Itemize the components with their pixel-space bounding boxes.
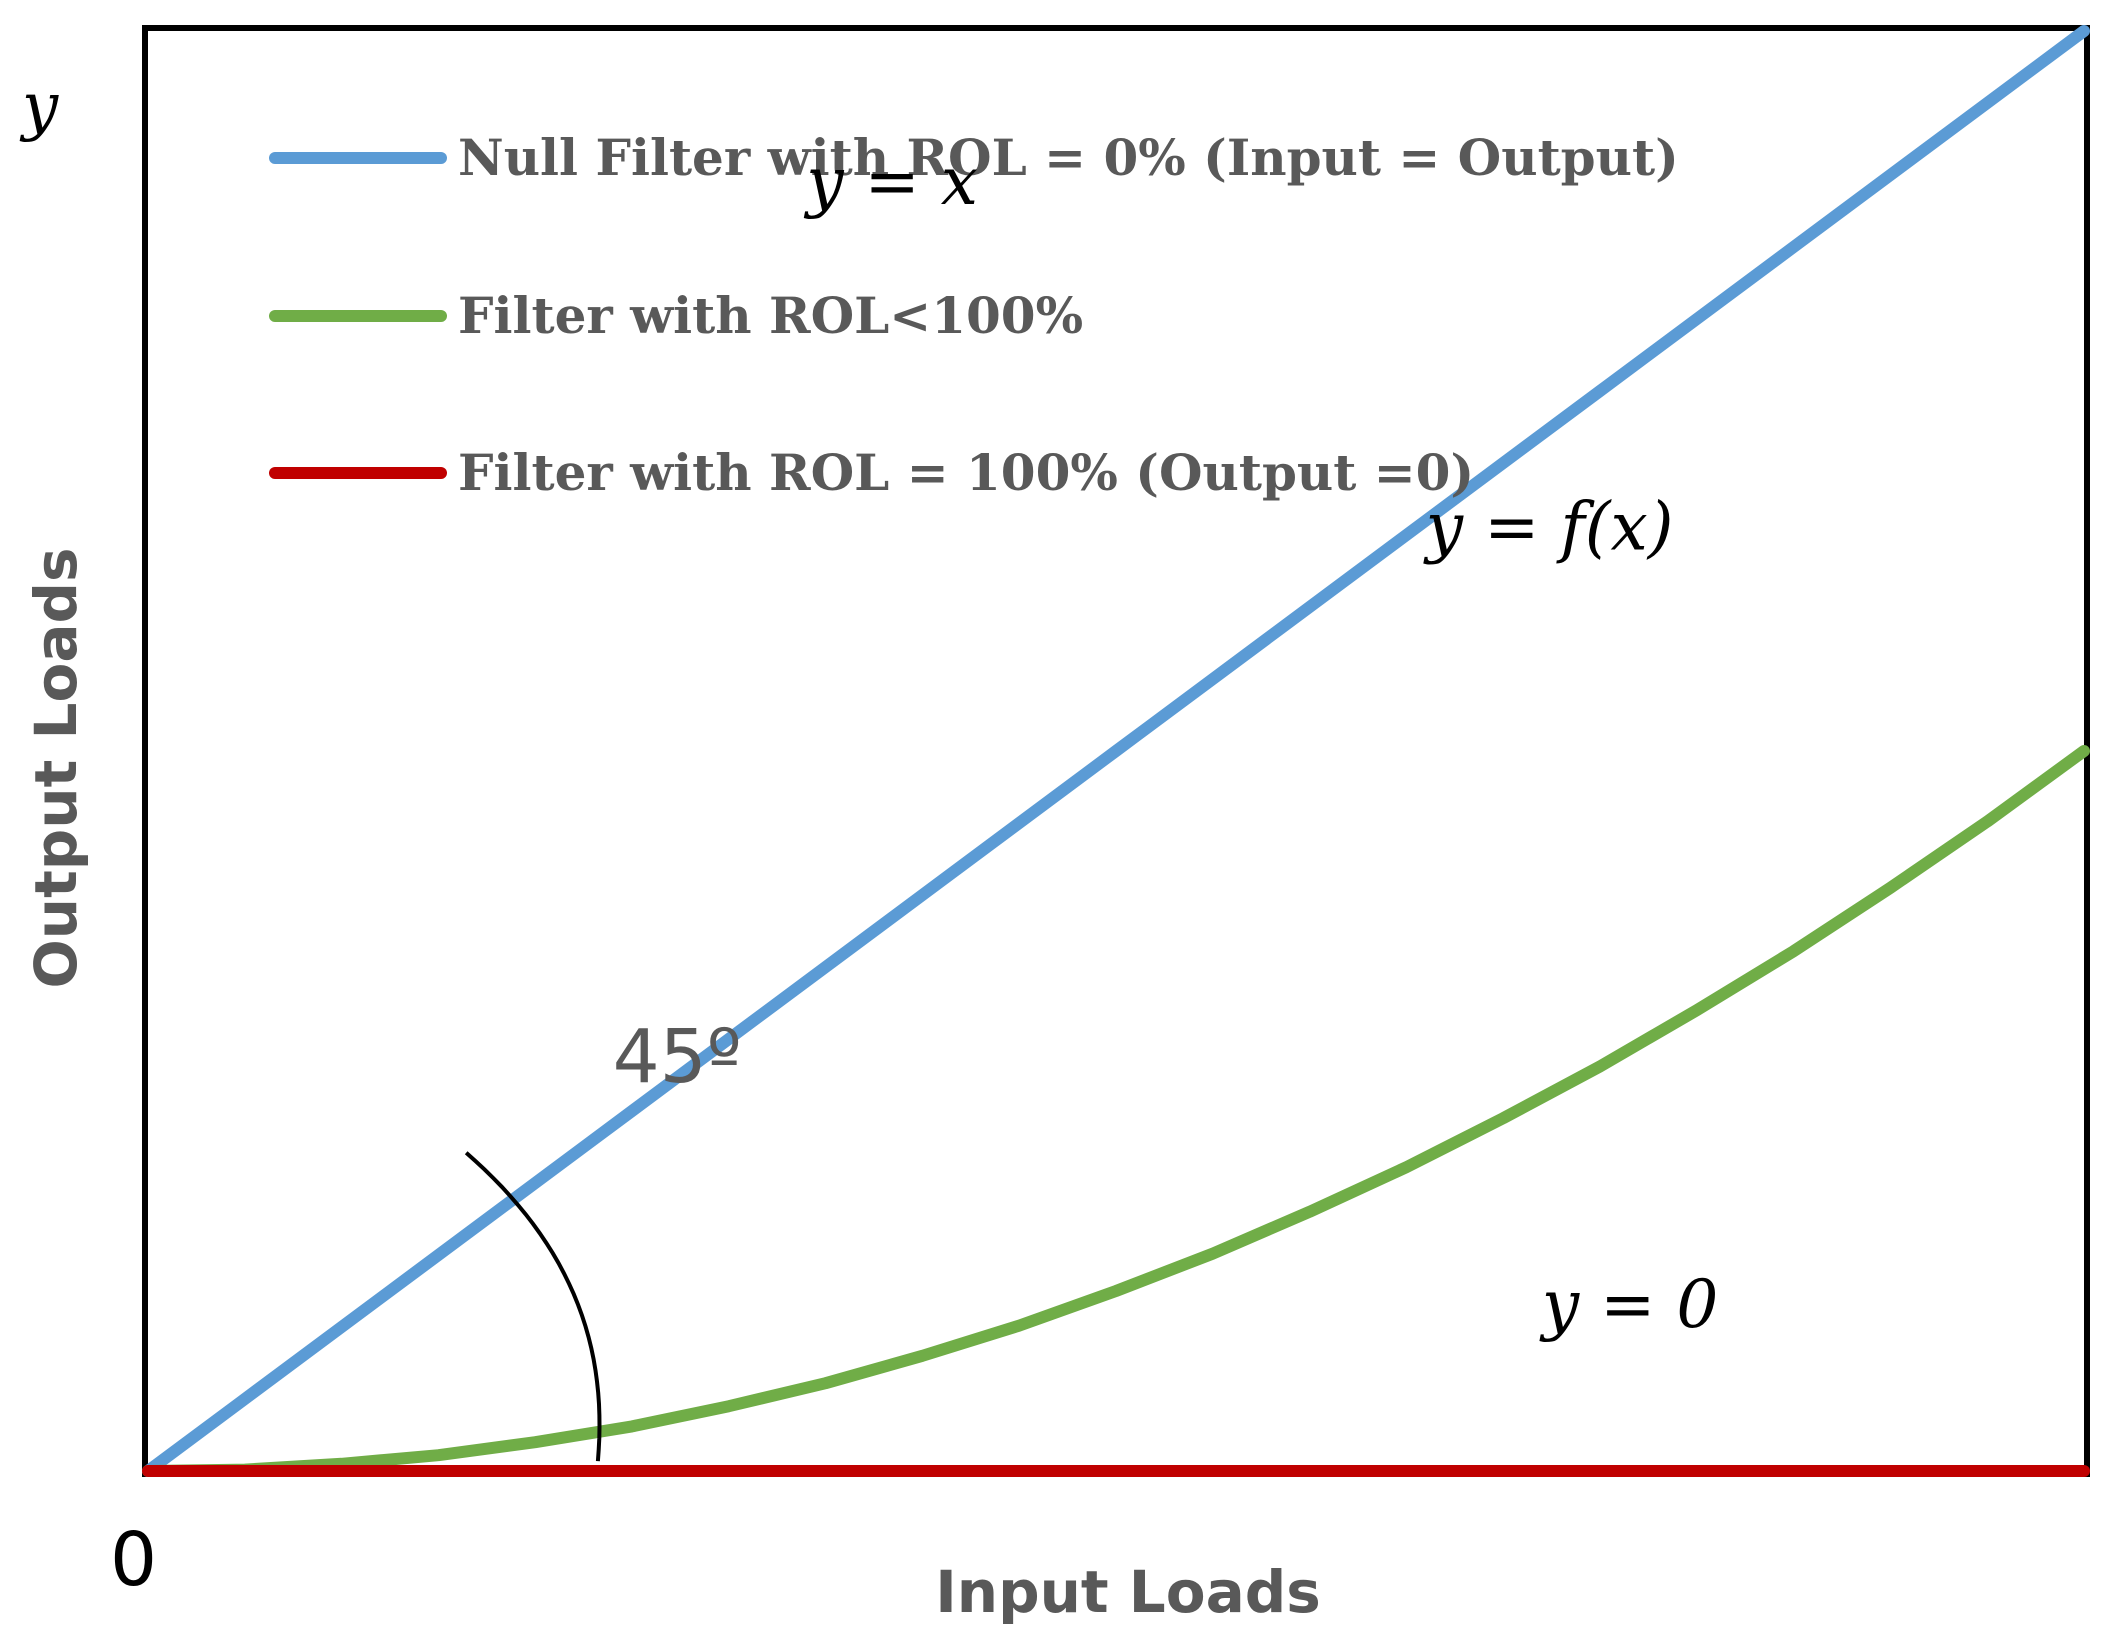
series-layer: [142, 25, 2090, 1477]
legend: Null Filter with ROL = 0% (Input = Outpu…: [269, 128, 1679, 502]
legend-label-full-filter: Filter with ROL = 100% (Output =0): [458, 443, 1474, 502]
y-axis-corner-label: y: [19, 70, 59, 144]
annotation-partial: y = f(x): [1423, 488, 1674, 565]
annotation-identity: y = x: [803, 143, 978, 220]
x-axis-title: Input Loads: [935, 1558, 1321, 1626]
series-partial-filter-line: [142, 745, 2090, 1477]
origin-label: 0: [110, 1517, 157, 1603]
annotation-angle: 45º: [613, 1014, 742, 1100]
legend-label-null-filter: Null Filter with ROL = 0% (Input = Outpu…: [458, 128, 1679, 187]
angle-arc: [464, 1151, 602, 1462]
series-null-filter-line: [142, 25, 2090, 1477]
y-axis-title: Output Loads: [22, 547, 90, 988]
legend-label-partial-filter: Filter with ROL<100%: [458, 286, 1083, 345]
annotation-zero: y = 0: [1539, 1266, 1719, 1343]
